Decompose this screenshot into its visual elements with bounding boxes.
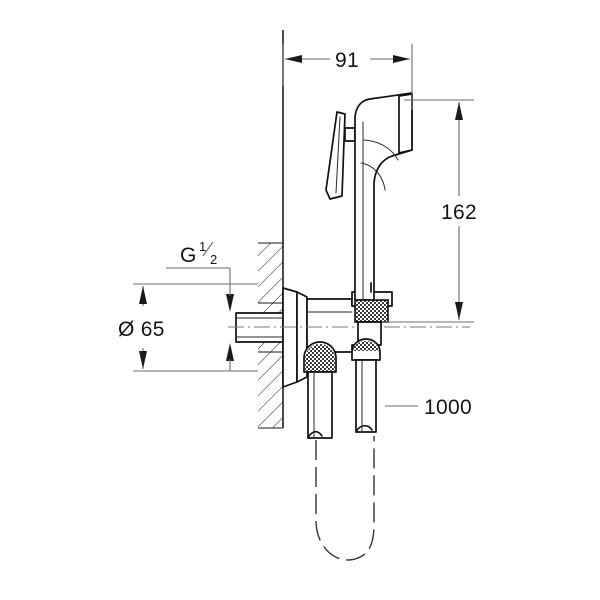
head-hose-upper: [355, 359, 377, 433]
thread-target-arrows: [226, 268, 234, 371]
dim-162-label: 162: [441, 201, 477, 224]
trigger-lever-inner: [335, 116, 341, 194]
dim-162-arrow-top: [455, 102, 463, 120]
spray-face-plate: [398, 93, 413, 154]
dimension-162: 162: [382, 99, 477, 323]
hose-right-notch: [355, 424, 373, 433]
elbow-knurled-nut-texture: [305, 344, 335, 371]
thread-label-numerator: 1: [199, 239, 206, 254]
head-inner-curve-b: [360, 162, 386, 191]
head-lower-nut-texture: [353, 341, 379, 352]
head-inner-curve-a: [363, 139, 399, 161]
annotation-hose-length: 1000: [385, 396, 472, 419]
trigger-lever: [325, 111, 346, 200]
hose-loop-dashed: [315, 436, 375, 561]
thread-arrow-lower: [226, 343, 234, 361]
dim-65-arrow-top: [139, 286, 147, 304]
elbow-hose-assembly: [303, 341, 337, 439]
head-hose-nut-lower: [351, 338, 381, 433]
escutcheon: [282, 287, 298, 388]
dim-91-label: 91: [335, 49, 359, 72]
thread-fraction-slash: [202, 241, 214, 257]
dimension-91: 91: [282, 44, 413, 110]
dim-65-label: Ø 65: [118, 318, 165, 341]
elbow-hose-upper: [307, 371, 333, 439]
shower-hose: [307, 424, 375, 561]
dimension-diameter-65: Ø 65: [118, 283, 258, 372]
wall-section: [235, 30, 284, 429]
thread-label-g: G: [180, 244, 197, 267]
thread-label-denominator: 2: [210, 252, 217, 267]
trigger-pivot: [344, 127, 356, 142]
dim-91-arrow-left: [285, 55, 302, 63]
spray-head: [325, 92, 413, 346]
annotation-thread-g-half: G 1 2: [166, 239, 230, 269]
hose-left-notch: [307, 430, 323, 439]
hose-length-label: 1000: [424, 396, 472, 419]
dim-162-arrow-bottom: [455, 302, 463, 320]
head-knurled-nut: [354, 299, 389, 323]
spray-head-body: [354, 92, 413, 301]
dim-91-arrow-right: [393, 55, 410, 63]
thread-arrow-upper: [226, 294, 234, 312]
dim-65-arrow-bottom: [139, 351, 147, 369]
